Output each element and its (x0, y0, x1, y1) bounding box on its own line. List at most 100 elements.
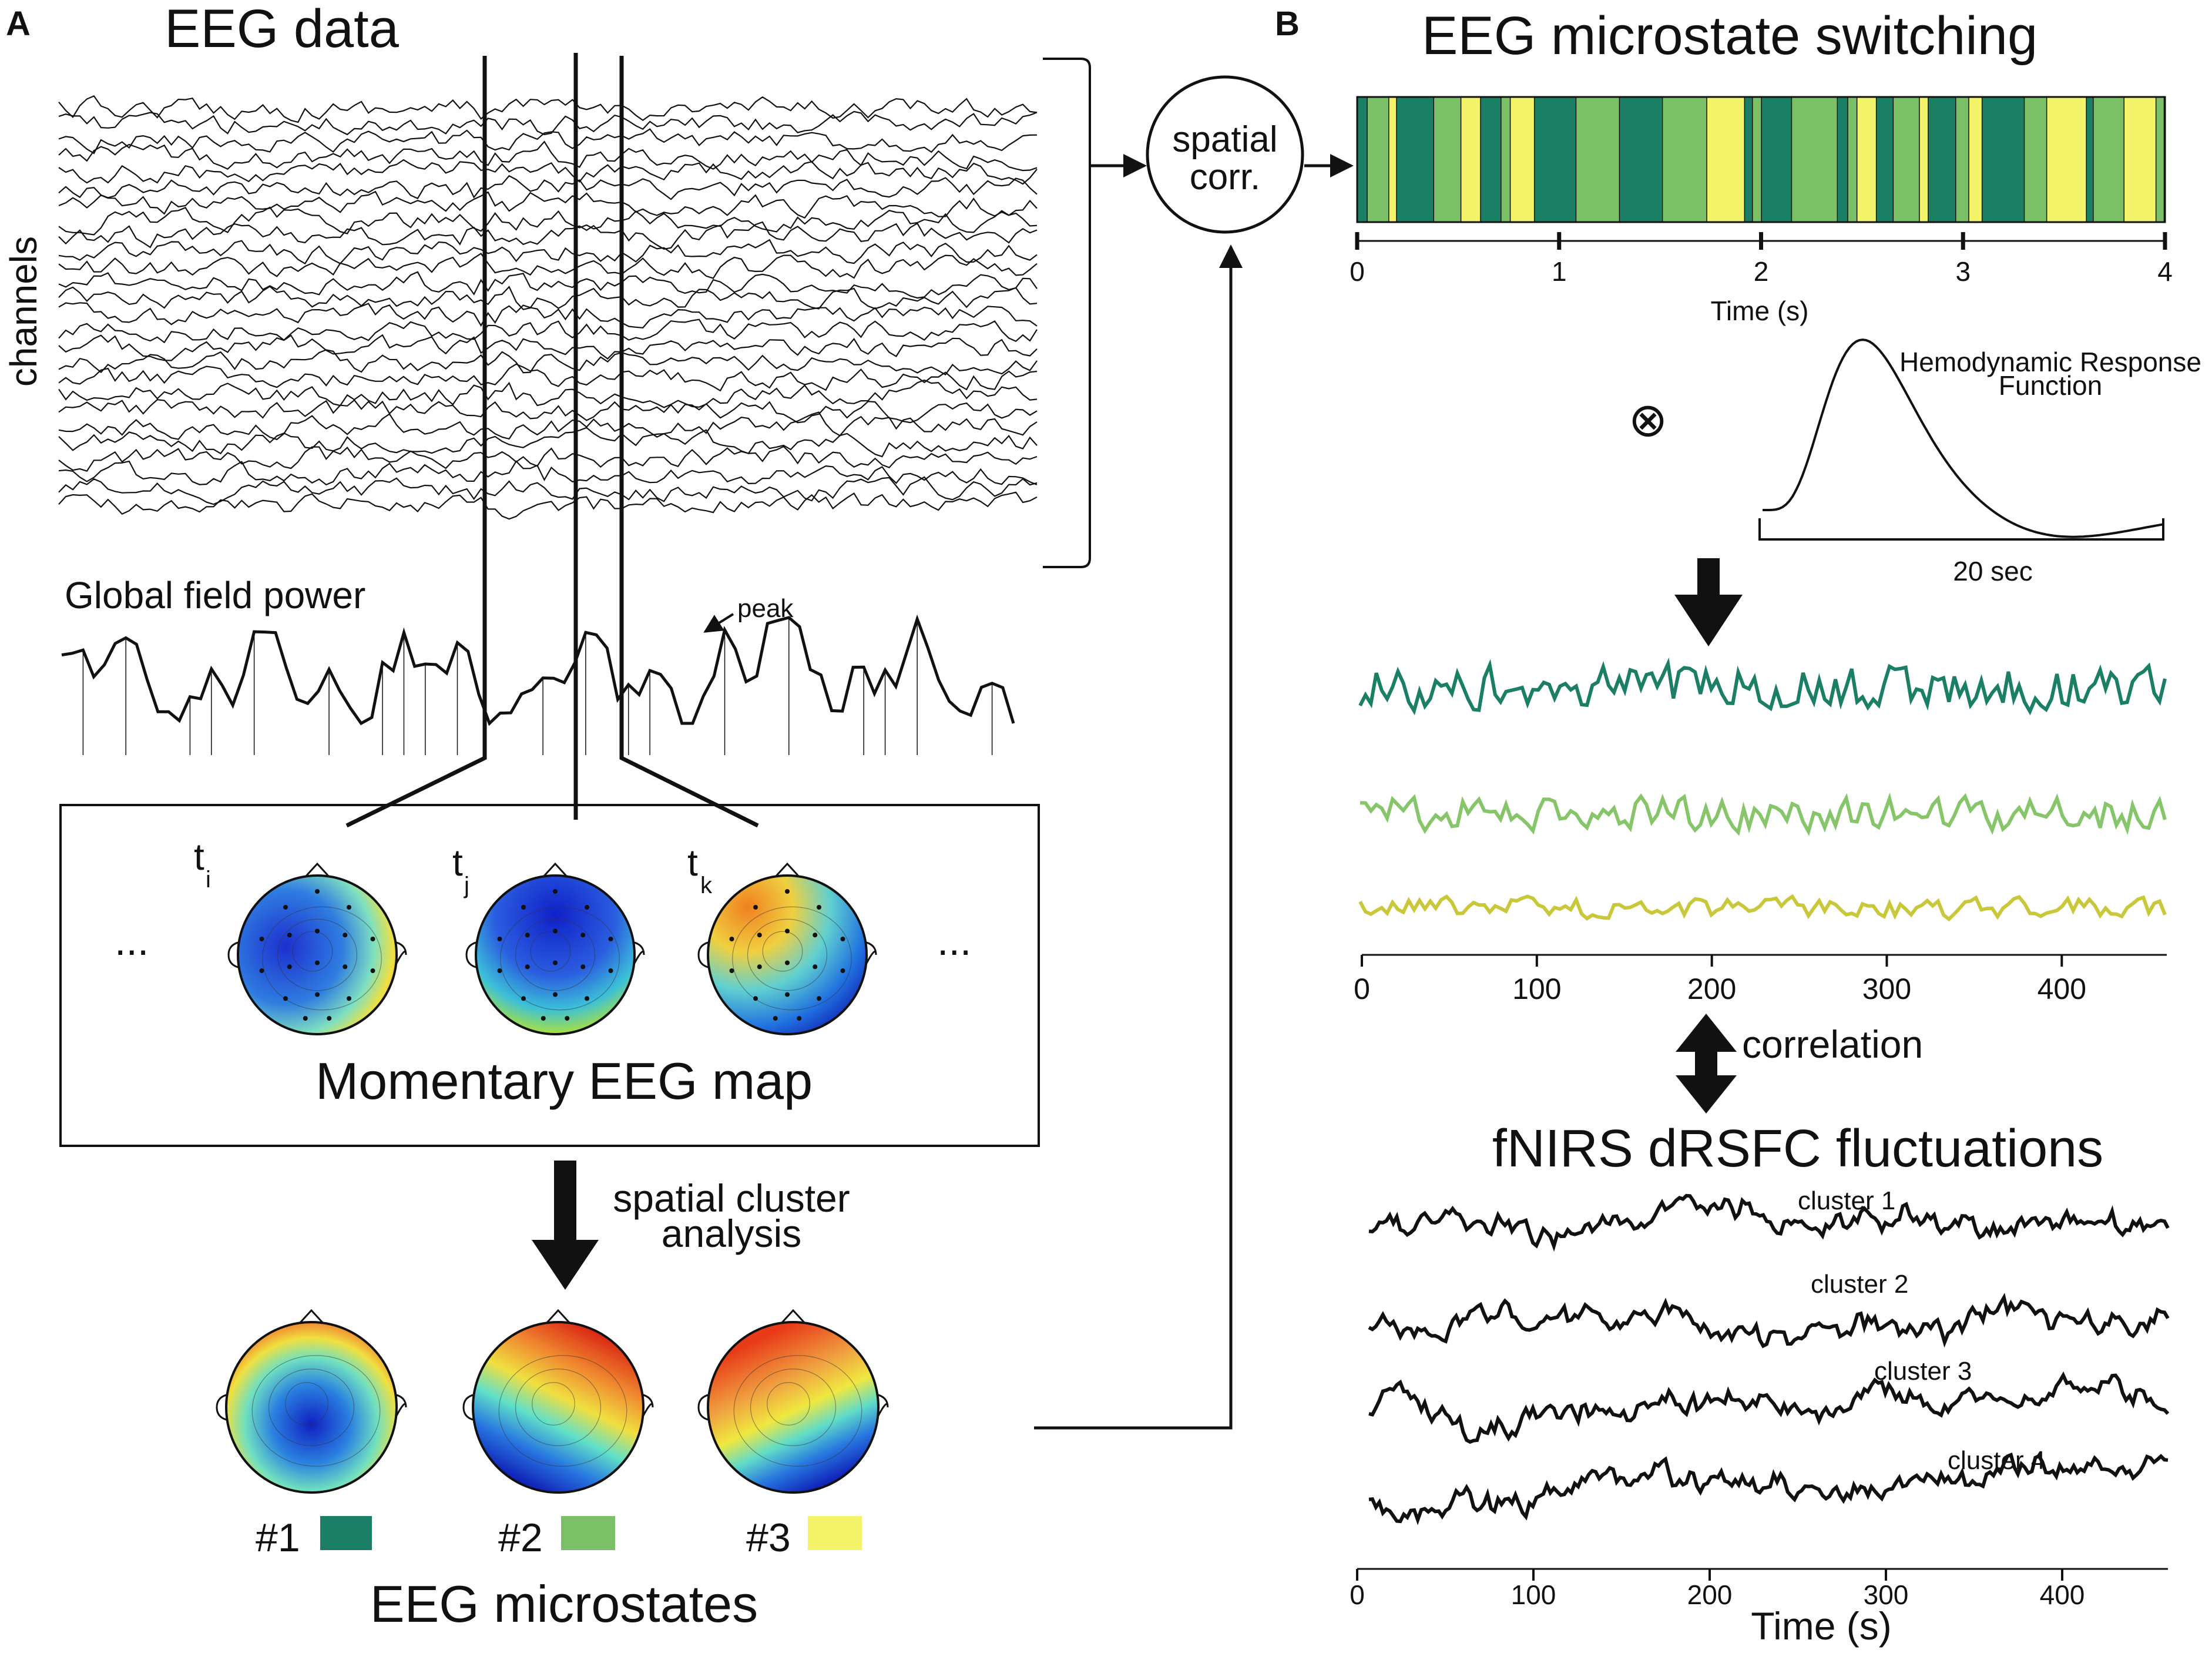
electrode-dot (813, 933, 818, 938)
trace-tick-label: 0 (1354, 972, 1370, 1005)
convolution-down-arrow (1674, 558, 1743, 646)
microstate-segment (1662, 97, 1707, 222)
electrode-dot (753, 996, 758, 1001)
nose-icon (773, 862, 801, 879)
contour-line (747, 918, 828, 991)
cluster-2-label: cluster 2 (1811, 1270, 1908, 1299)
eeg-channel-traces (58, 95, 1038, 520)
contour-line (268, 1369, 355, 1446)
left-ear-icon (697, 1393, 711, 1421)
contour-line (285, 1382, 328, 1426)
peak-arrow (703, 613, 734, 633)
electrode-dot (283, 905, 288, 910)
ellipsis-left: ... (115, 918, 149, 964)
microstate-topomaps (216, 1309, 889, 1494)
left-ear-icon (216, 1393, 229, 1421)
eeg-channel-trace (58, 318, 1038, 344)
microstate-segment (1501, 97, 1511, 222)
gfp-label: Global field power (65, 574, 365, 616)
switching-tick-label: 2 (1754, 256, 1769, 287)
fnirs-cluster-trace (1368, 1452, 2169, 1525)
right-ear-icon (393, 1393, 407, 1421)
spatial-corr-line2: corr. (1190, 157, 1261, 197)
eeg-channel-trace (58, 427, 1038, 458)
momentary-map-label: Momentary EEG map (315, 1052, 813, 1110)
microstate-segment (1367, 97, 1389, 222)
microstate-segment (1876, 97, 1894, 222)
eeg-channel-trace (58, 349, 1038, 376)
microstate-segment (1619, 97, 1663, 222)
eeg-channel-trace (58, 206, 1038, 236)
contour-line (530, 931, 571, 972)
electrode-dot (785, 889, 790, 894)
scalp-map (225, 1321, 398, 1494)
microstate-segment (1707, 97, 1745, 222)
right-ear-icon (640, 1393, 654, 1421)
electrode-dot (259, 937, 264, 941)
fnirs-cluster-trace (1368, 1193, 2170, 1252)
electrode-dot (287, 933, 292, 938)
electrode-dot (785, 992, 790, 997)
microstate-segment (1752, 97, 1762, 222)
electrode-dot (283, 996, 288, 1001)
contour-line (750, 1369, 837, 1446)
hrf-label-line2: Function (1999, 370, 2102, 401)
hrf-scale-bracket (1758, 518, 2164, 541)
eeg-channel-trace (58, 411, 1038, 441)
microstate-1-topomap (216, 1309, 407, 1494)
electrode-dot (565, 1016, 570, 1021)
microstate-segment (1761, 97, 1792, 222)
switching-tick-label: 1 (1552, 256, 1567, 287)
electrode-dot (259, 968, 264, 973)
fnirs-xlabel: Time (s) (1751, 1604, 1892, 1648)
fnirs-tick-label: 400 (2040, 1579, 2085, 1610)
left-ear-icon (465, 941, 479, 969)
electrode-dot (553, 889, 558, 894)
fnirs-traces (1368, 1193, 2170, 1525)
electrode-dot (541, 1016, 546, 1021)
microstate-segment (2124, 97, 2156, 222)
switching-tick-label: 4 (2157, 256, 2173, 287)
electrode-dot (729, 937, 734, 941)
eeg-channel-trace (58, 221, 1038, 250)
eeg-channel-trace (58, 95, 1038, 123)
microstate-switching-bar (1356, 96, 2166, 223)
microstate-segment (1791, 97, 1838, 222)
contour-line (767, 1382, 810, 1426)
nose-icon (541, 862, 569, 879)
microstate-segment (2093, 97, 2124, 222)
electrode-dot (521, 905, 526, 910)
contour-line (515, 918, 596, 991)
eeg-channel-trace (58, 140, 1038, 172)
convolve-symbol: ⊗ (1628, 394, 1667, 446)
electrode-dot (785, 928, 790, 934)
eeg-channel-trace (58, 476, 1038, 505)
switching-xlabel: Time (s) (1711, 296, 1809, 326)
microstate-2-label: #2 (498, 1515, 543, 1560)
label-tj-sub: j (464, 873, 469, 898)
microstate-1-label: #1 (256, 1515, 300, 1560)
microstate-segment (1744, 97, 1753, 222)
electrode-dot (315, 960, 320, 965)
cluster-3-label: cluster 3 (1874, 1357, 1972, 1386)
electrode-dot (497, 968, 502, 973)
electrode-dot (315, 992, 320, 997)
electrode-dot (347, 996, 351, 1001)
electrode-dot (525, 933, 530, 938)
microstate-segment (2024, 97, 2047, 222)
trace-tick-label: 200 (1687, 972, 1736, 1005)
microstate-3-label: #3 (746, 1515, 791, 1560)
electrode-dot (497, 937, 502, 941)
gfp-curve (61, 614, 1015, 726)
correlation-double-arrow (1676, 1014, 1737, 1114)
electrode-dot (580, 964, 586, 970)
scalp-map (472, 1321, 645, 1494)
scalp-map (237, 874, 398, 1035)
fnirs-cluster-trace (1368, 1371, 2170, 1444)
contour-line (498, 1355, 627, 1467)
cluster-down-arrow (532, 1161, 599, 1290)
microstate-1-swatch (320, 1516, 372, 1550)
trace-tick-label: 100 (1512, 972, 1561, 1005)
